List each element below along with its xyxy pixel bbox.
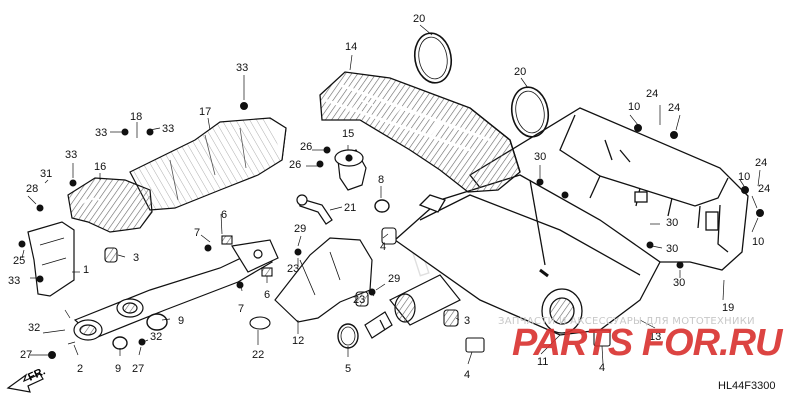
- callout-30: 30: [666, 217, 678, 229]
- ring-parts: [112, 199, 390, 350]
- callout-7: 7: [194, 227, 200, 239]
- leader-lines: [21, 24, 761, 365]
- part-5-pipe-assembly: [364, 274, 461, 339]
- callout-24: 24: [758, 183, 770, 195]
- callout-7: 7: [238, 303, 244, 315]
- callout-9: 9: [178, 315, 184, 327]
- callout-15: 15: [342, 128, 354, 140]
- callout-23: 23: [353, 294, 365, 306]
- callout-24: 24: [646, 88, 658, 100]
- callout-19: 19: [722, 302, 734, 314]
- callout-32: 32: [150, 331, 162, 343]
- front-label: FR.: [26, 365, 47, 383]
- callout-30: 30: [666, 243, 678, 255]
- callout-9: 9: [115, 363, 121, 375]
- part-15-sensor-pipe: [334, 149, 367, 191]
- callout-33: 33: [65, 149, 77, 161]
- callout-10: 10: [628, 101, 640, 113]
- watermark-caption: ЗАПЧАСТИ И АКСЕССУАРЫ ДЛЯ МОТОТЕХНИКИ: [498, 316, 755, 327]
- callout-27: 27: [20, 349, 32, 361]
- callout-20: 20: [514, 66, 526, 78]
- part-16-front-heat-shield: [67, 177, 153, 233]
- bolts: [18, 102, 764, 359]
- callout-31: 31: [40, 168, 52, 180]
- callout-13: 13: [649, 331, 661, 343]
- callout-4: 4: [380, 241, 386, 253]
- callout-5: 5: [345, 363, 351, 375]
- callout-33: 33: [95, 127, 107, 139]
- callout-24: 24: [668, 102, 680, 114]
- part-20-gaskets: [413, 32, 550, 138]
- callout-33: 33: [236, 62, 248, 74]
- callout-25: 25: [13, 255, 25, 267]
- callout-26: 26: [300, 141, 312, 153]
- part-13-muffler: [393, 174, 661, 336]
- callout-12: 12: [292, 335, 304, 347]
- callout-4: 4: [599, 362, 605, 374]
- callout-8: 8: [378, 174, 384, 186]
- callout-labels: 1 2 3 3 4 4 4 5 6 6 7 7 8 9 9 10 10 10 1…: [8, 13, 770, 381]
- callout-2: 2: [77, 363, 83, 375]
- callout-20: 20: [413, 13, 425, 25]
- callout-11: 11: [537, 356, 548, 368]
- callout-28: 28: [26, 183, 38, 195]
- callout-21: 21: [344, 202, 356, 214]
- callout-27: 27: [132, 363, 144, 375]
- watermark-brand: PARTS FOR.RU: [512, 322, 782, 364]
- callout-26: 26: [289, 159, 301, 171]
- callout-4: 4: [464, 369, 470, 381]
- part-14-upper-heat-shield: [319, 71, 521, 193]
- callout-10: 10: [738, 171, 750, 183]
- callout-18: 18: [130, 111, 142, 123]
- front-direction-arrow: FR.: [6, 365, 47, 393]
- callout-30: 30: [534, 151, 546, 163]
- callout-30: 30: [673, 277, 685, 289]
- callout-16: 16: [94, 161, 106, 173]
- callout-1: 1: [83, 264, 89, 276]
- part-2-exhaust-pipe: [73, 239, 279, 341]
- part-21-bracket-pipe: [296, 194, 333, 225]
- callout-29: 29: [294, 223, 306, 235]
- callout-6: 6: [264, 289, 270, 301]
- callout-17: 17: [199, 106, 211, 118]
- callout-6: 6: [221, 209, 227, 221]
- callout-22: 22: [252, 349, 264, 361]
- part-1-bracket: [27, 221, 75, 297]
- callout-32: 32: [28, 322, 40, 334]
- callout-29: 29: [388, 273, 400, 285]
- callout-23: 23: [287, 263, 299, 275]
- callout-24: 24: [755, 157, 767, 169]
- diagram-code: HL44F3300: [718, 380, 776, 392]
- callout-33: 33: [162, 123, 174, 135]
- small-hardware: [104, 227, 611, 353]
- callout-10: 10: [752, 236, 764, 248]
- callout-3: 3: [133, 252, 139, 264]
- callout-3: 3: [464, 315, 470, 327]
- part-12-heat-shield-panel: [274, 237, 373, 323]
- part-17-heat-shield: [129, 117, 287, 211]
- callout-14: 14: [345, 41, 357, 53]
- callout-33: 33: [8, 275, 20, 287]
